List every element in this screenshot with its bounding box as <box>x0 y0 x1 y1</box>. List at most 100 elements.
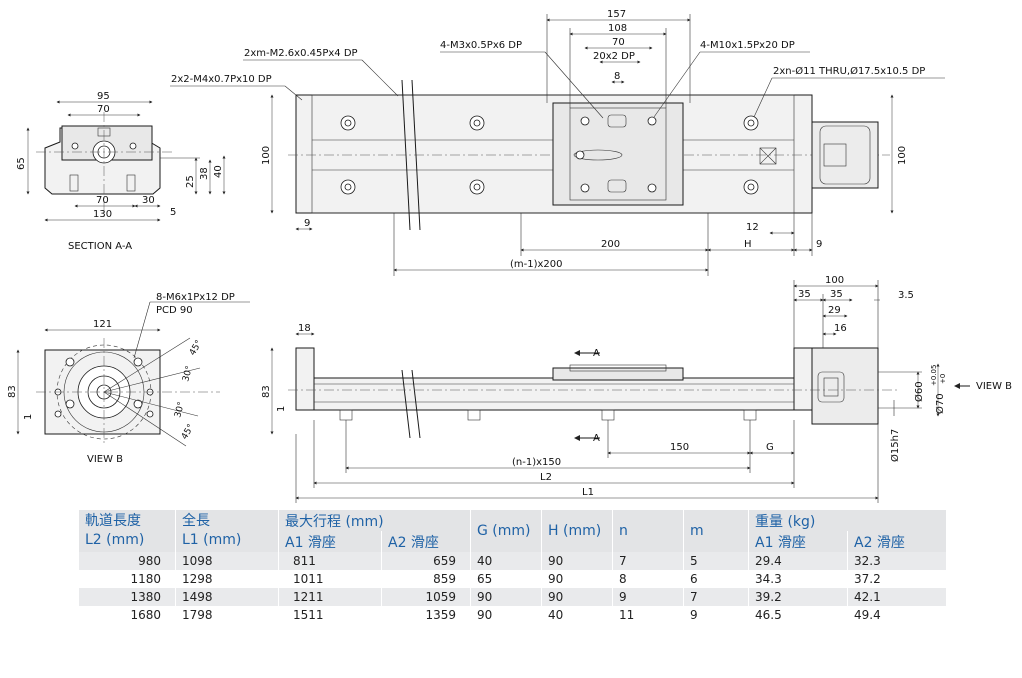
cell-n: 7 <box>612 552 684 570</box>
side-dim-d70-tol-up: +0.05 <box>930 365 938 386</box>
header-weight: 重量 (kg) <box>748 510 946 531</box>
top-dim-100-left: 100 <box>261 146 272 165</box>
cell-l1: 1298 <box>175 570 279 588</box>
side-dim-3-5: 3.5 <box>898 290 914 301</box>
callout-m10: 4-M10x1.5Px20 DP <box>700 40 795 51</box>
cell-h: 40 <box>541 606 613 624</box>
callout-m4: 2x2-M4x0.7Px10 DP <box>171 74 272 85</box>
cell-g: 65 <box>470 570 542 588</box>
cell-stroke-a1: 1511 <box>278 606 382 624</box>
view-b-left: 121 83 1 45° 30° 30° 45° 8-M6x1Px12 DP P… <box>7 292 250 465</box>
side-dim-35b: 35 <box>830 289 843 300</box>
sec-dim-38: 38 <box>199 167 210 180</box>
callout-pcd-90: PCD 90 <box>156 305 193 316</box>
section-arrow-a-top: A <box>593 348 600 359</box>
side-dim-35a: 35 <box>798 289 811 300</box>
side-dim-d70-tol-dn: +0 <box>939 374 947 384</box>
side-dim-g: G <box>766 442 774 453</box>
side-dim-16: 16 <box>834 323 847 334</box>
side-dim-d15h7: Ø15h7 <box>889 429 901 462</box>
header-l2: 軌道長度 L2 (mm) <box>78 510 176 552</box>
callout-m2-6: 2xm-M2.6x0.45Px4 DP <box>244 48 358 59</box>
header-weight-a1: A1 滑座 <box>748 531 848 552</box>
header-stroke: 最大行程 (mm) <box>278 510 471 531</box>
table-row: 980 1098 811 659 40 90 7 5 29.4 32.3 <box>78 552 946 570</box>
cell-n: 8 <box>612 570 684 588</box>
section-arrow-a-bottom: A <box>593 433 600 444</box>
side-dim-18: 18 <box>298 323 311 334</box>
cell-l1: 1498 <box>175 588 279 606</box>
view-b-right-label: VIEW B <box>976 381 1012 392</box>
cell-l2: 1180 <box>78 570 176 588</box>
side-dim-100: 100 <box>825 275 844 286</box>
header-stroke-a2: A2 滑座 <box>381 531 471 552</box>
callout-m3: 4-M3x0.5Px6 DP <box>440 40 522 51</box>
technical-drawing: 95 70 65 70 30 130 25 38 40 5 SECTION A-… <box>7 9 1012 503</box>
cell-h: 90 <box>541 552 613 570</box>
sec-dim-65: 65 <box>16 157 27 170</box>
sec-dim-40: 40 <box>213 165 224 178</box>
header-stroke-a1: A1 滑座 <box>278 531 382 552</box>
side-dim-1: 1 <box>276 406 287 412</box>
cell-stroke-a1: 811 <box>278 552 382 570</box>
cell-stroke-a2: 659 <box>381 552 471 570</box>
cell-weight-a1: 29.4 <box>748 552 848 570</box>
cell-l1: 1798 <box>175 606 279 624</box>
cell-m: 7 <box>683 588 749 606</box>
side-dim-n1x150: (n-1)x150 <box>512 457 561 468</box>
side-dim-83: 83 <box>261 385 272 398</box>
header-h: H (mm) <box>541 510 613 552</box>
top-dim-9-right: 9 <box>816 239 822 250</box>
top-dim-h: H <box>744 239 752 250</box>
side-dim-150: 150 <box>670 442 689 453</box>
cell-l1: 1098 <box>175 552 279 570</box>
side-view: A A 18 83 1 150 G (n-1)x150 L2 L1 100 35… <box>261 275 1012 503</box>
vb-angle-45-top: 45° <box>188 339 205 358</box>
cell-h: 90 <box>541 570 613 588</box>
vb-dim-1: 1 <box>23 414 34 420</box>
callout-thru-holes: 2xn-Ø11 THRU,Ø17.5x10.5 DP <box>773 65 925 77</box>
cell-n: 11 <box>612 606 684 624</box>
header-l1: 全長 L1 (mm) <box>175 510 279 552</box>
cell-stroke-a2: 1359 <box>381 606 471 624</box>
cell-weight-a2: 32.3 <box>847 552 946 570</box>
cell-n: 9 <box>612 588 684 606</box>
header-g: G (mm) <box>470 510 542 552</box>
cell-stroke-a1: 1211 <box>278 588 382 606</box>
cell-weight-a2: 42.1 <box>847 588 946 606</box>
top-dim-100-right: 100 <box>897 146 908 165</box>
top-dim-20x2: 20x2 DP <box>593 51 635 62</box>
cell-l2: 980 <box>78 552 176 570</box>
vb-angle-30-top: 30° <box>181 365 195 383</box>
table-row: 1380 1498 1211 1059 90 90 9 7 39.2 42.1 <box>78 588 946 606</box>
vb-dim-83: 83 <box>7 385 18 398</box>
section-aa-view: 95 70 65 70 30 130 25 38 40 5 SECTION A-… <box>16 91 226 252</box>
side-dim-29: 29 <box>828 305 841 316</box>
sec-dim-25: 25 <box>185 175 196 188</box>
cell-l2: 1380 <box>78 588 176 606</box>
top-dim-8: 8 <box>614 71 620 82</box>
cell-m: 6 <box>683 570 749 588</box>
top-dim-9-left: 9 <box>304 218 310 229</box>
top-dim-108: 108 <box>608 23 627 34</box>
top-dim-70: 70 <box>612 37 625 48</box>
cell-g: 40 <box>470 552 542 570</box>
callout-pcd-m6: 8-M6x1Px12 DP <box>156 292 235 303</box>
cell-g: 90 <box>470 588 542 606</box>
side-dim-d60: Ø60 <box>913 381 925 402</box>
side-dim-l2: L2 <box>540 472 552 483</box>
table-row: 1180 1298 1011 859 65 90 8 6 34.3 37.2 <box>78 570 946 588</box>
sec-dim-95: 95 <box>97 91 110 102</box>
top-dim-200: 200 <box>601 239 620 250</box>
sec-dim-5: 5 <box>170 207 176 218</box>
sec-dim-130: 130 <box>93 209 112 220</box>
cell-weight-a1: 46.5 <box>748 606 848 624</box>
table-row: 1680 1798 1511 1359 90 40 11 9 46.5 49.4 <box>78 606 946 624</box>
sec-dim-70-top: 70 <box>97 104 110 115</box>
cell-m: 5 <box>683 552 749 570</box>
header-weight-a2: A2 滑座 <box>847 531 946 552</box>
cell-stroke-a2: 859 <box>381 570 471 588</box>
cell-m: 9 <box>683 606 749 624</box>
cell-stroke-a2: 1059 <box>381 588 471 606</box>
side-dim-d70: Ø70 <box>934 393 946 414</box>
